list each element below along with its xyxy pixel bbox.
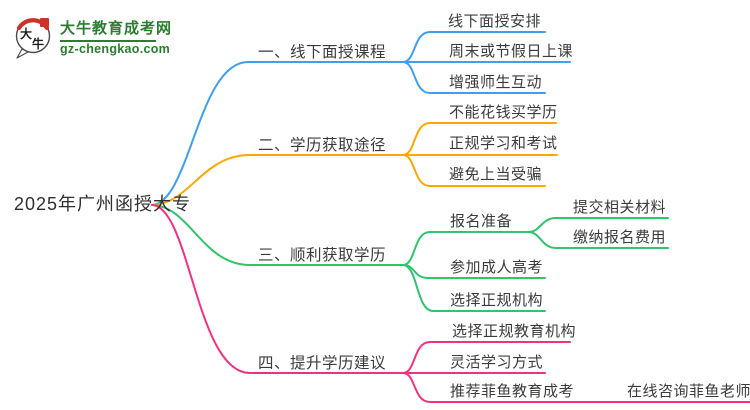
branch-3-grandchild-2[interactable]: 缴纳报名费用	[573, 229, 667, 246]
branch-2-lines	[151, 122, 558, 206]
branch-3-grandchild-1[interactable]: 提交相关材料	[573, 199, 667, 216]
branch-2-child-1[interactable]: 不能花钱买学历	[449, 104, 558, 121]
branch-1-child-1[interactable]: 线下面授安排	[448, 13, 542, 30]
branch-3-child-3[interactable]: 选择正规机构	[450, 292, 544, 309]
logo-divider	[60, 39, 156, 42]
branch-1-child-2[interactable]: 周末或节假日上课	[449, 43, 574, 60]
branch-4-child-2[interactable]: 灵活学习方式	[450, 354, 544, 371]
svg-text:大: 大	[20, 26, 32, 41]
branch-2-label[interactable]: 二、学历获取途径	[258, 137, 387, 154]
branch-3-child-1[interactable]: 报名准备	[450, 213, 513, 230]
logo-domain: gz-chengkao.com	[60, 41, 171, 56]
branch-4-lines	[151, 204, 750, 403]
branch-1-label[interactable]: 一、线下面授课程	[258, 44, 387, 61]
bull-seal-icon: 大 牛	[15, 18, 51, 59]
branch-1-lines	[151, 31, 571, 206]
branch-3-lines	[151, 204, 669, 312]
branch-4-child-3[interactable]: 推荐菲鱼教育成考	[450, 383, 575, 400]
branch-4-grandchild-1[interactable]: 在线咨询菲鱼老师	[627, 383, 750, 400]
branch-3-label[interactable]: 三、顺利获取学历	[258, 247, 387, 264]
branch-1-child-3[interactable]: 增强师生互动	[449, 74, 543, 91]
branch-2-child-3[interactable]: 避免上当受骗	[449, 166, 543, 183]
logo-title: 大牛教育成考网	[60, 20, 173, 37]
branch-4-child-1[interactable]: 选择正规教育机构	[452, 323, 577, 340]
branch-2-child-2[interactable]: 正规学习和考试	[449, 135, 558, 152]
branch-3-child-2[interactable]: 参加成人高考	[450, 259, 544, 276]
svg-text:牛: 牛	[32, 36, 44, 51]
root-topic[interactable]: 2025年广州函授大专	[14, 194, 192, 214]
branch-4-label[interactable]: 四、提升学历建议	[258, 355, 387, 372]
site-logo[interactable]: 大 牛 大牛教育成考网 gz-chengkao.com	[13, 15, 172, 59]
